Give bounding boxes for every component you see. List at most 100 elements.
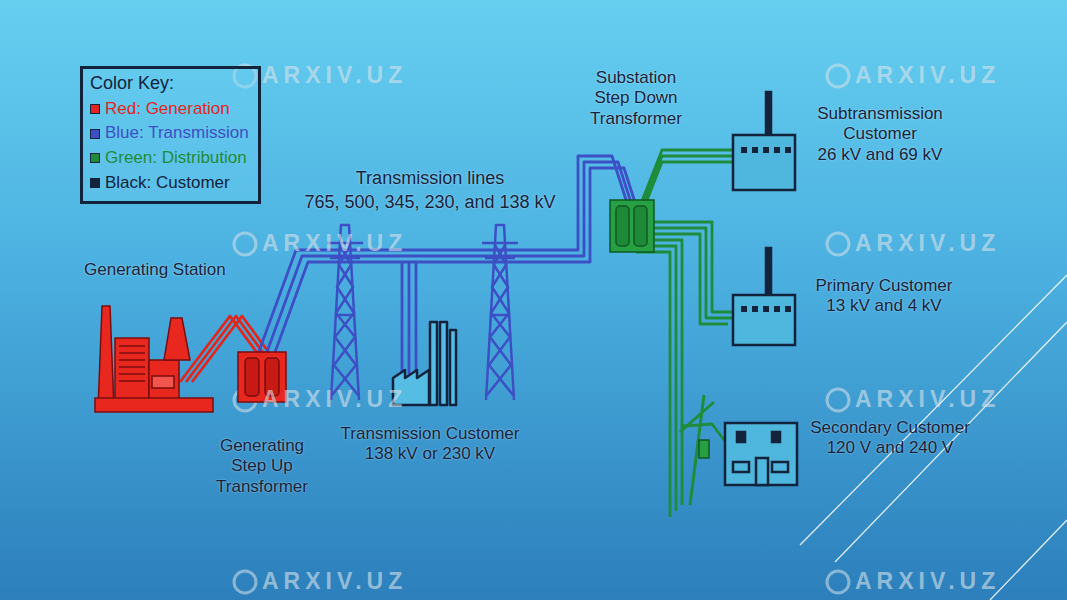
station-block xyxy=(149,360,179,400)
decor-line xyxy=(800,275,1067,545)
node-text: 26 kV and 69 kV xyxy=(798,145,963,165)
power-line xyxy=(402,262,416,374)
power-line xyxy=(636,240,730,517)
transmission-customer-factory xyxy=(393,322,456,405)
watermark: ARXIV.UZ xyxy=(262,568,407,595)
watermark-icons xyxy=(234,65,849,593)
factory-stack xyxy=(430,322,437,405)
house xyxy=(725,423,797,485)
node-text: 120 V and 240 V xyxy=(793,438,988,458)
transformer-body xyxy=(610,200,654,252)
factory-stack xyxy=(450,330,456,405)
legend-swatch xyxy=(90,129,100,139)
watermark: ARXIV.UZ xyxy=(262,386,407,413)
line-stroke xyxy=(640,156,740,212)
station-building xyxy=(115,338,149,400)
legend-swatch xyxy=(90,104,100,114)
node-text: Color Key: xyxy=(90,73,249,95)
transmission-tower xyxy=(327,225,363,400)
boiler-tower xyxy=(164,318,190,360)
customer-label: Subtransmission Customer26 kV and 69 kV xyxy=(798,104,963,165)
primary-building xyxy=(733,248,795,345)
transmission-tower xyxy=(482,225,518,400)
subtransmission-building xyxy=(733,92,795,190)
legend-row: Blue: Transmission xyxy=(90,121,249,146)
node-text: Transmission Customer xyxy=(310,424,550,444)
node-text: Primary Customer xyxy=(797,276,972,296)
legend-row: Red: Generation xyxy=(90,97,249,122)
watermark-icon xyxy=(234,65,256,87)
building-stripes xyxy=(119,346,145,381)
transformer-coil xyxy=(616,206,629,246)
pole-transformer xyxy=(699,440,709,458)
house-window xyxy=(733,462,749,472)
watermark: ARXIV.UZ xyxy=(855,568,1000,595)
node-text: 138 kV or 230 kV xyxy=(310,444,550,464)
transformer-coil xyxy=(265,358,279,396)
customer-label: Secondary Customer120 V and 240 V xyxy=(793,418,988,459)
building-body xyxy=(733,135,795,190)
decor-line xyxy=(990,520,1067,600)
node-text: Substation Step Down Transformer xyxy=(578,68,694,129)
decor-line xyxy=(835,322,1067,562)
node-text: Secondary Customer xyxy=(793,418,988,438)
building-chimney xyxy=(766,248,771,295)
house-body xyxy=(725,423,797,485)
transformer-coil xyxy=(245,358,259,396)
watermark-icon xyxy=(827,389,849,411)
customer-label: Transmission Customer138 kV or 230 kV xyxy=(310,424,550,465)
line-stroke xyxy=(642,228,734,318)
node-text: Generating Step Up Transformer xyxy=(204,436,320,497)
substation-transformer xyxy=(610,200,654,252)
legend-text: Red: Generation xyxy=(105,97,230,122)
step-up-transformer xyxy=(238,352,286,402)
station-label: Generating Station xyxy=(84,260,226,280)
legend-text: Black: Customer xyxy=(105,171,230,196)
house-window xyxy=(772,432,780,442)
legend-swatch xyxy=(90,153,100,163)
line-label: Transmission lines xyxy=(356,168,504,189)
transformer-body xyxy=(238,352,286,402)
legend-swatch xyxy=(90,178,100,188)
watermark: ARXIV.UZ xyxy=(855,230,1000,257)
generating-station xyxy=(95,306,213,412)
building-windows xyxy=(741,147,791,153)
line-stroke xyxy=(682,425,700,426)
watermark-icon xyxy=(234,233,256,255)
line-stroke xyxy=(648,222,740,312)
node-text: Generating Station xyxy=(84,260,226,280)
house-window xyxy=(737,432,745,442)
node-text: Subtransmission Customer xyxy=(798,104,963,145)
color-key-box: Color Key:Red: GenerationBlue: Transmiss… xyxy=(80,66,261,204)
legend-text: Blue: Transmission xyxy=(105,121,249,146)
line-stroke xyxy=(401,262,404,374)
decor-lines xyxy=(800,275,1067,600)
watermark: ARXIV.UZ xyxy=(262,230,407,257)
voltage-label: 765, 500, 345, 230, and 138 kV xyxy=(304,192,555,213)
line-stroke xyxy=(640,162,740,218)
factory-stack xyxy=(440,322,447,405)
watermark-icon xyxy=(234,571,256,593)
transformer-coil xyxy=(634,206,647,246)
power-line xyxy=(640,150,740,218)
legend: Red: GenerationBlue: TransmissionGreen: … xyxy=(90,97,249,196)
chimney xyxy=(98,306,114,410)
node-text: 13 kV and 4 kV xyxy=(797,296,972,316)
house-door xyxy=(756,458,768,485)
transformer-label: Substation Step Down Transformer xyxy=(578,68,694,129)
transformer-label: Generating Step Up Transformer xyxy=(204,436,320,497)
customer-label: Primary Customer13 kV and 4 kV xyxy=(797,276,972,317)
watermark-icon xyxy=(827,233,849,255)
factory-roof xyxy=(393,370,429,405)
line-stroke xyxy=(408,262,411,374)
distribution-pole xyxy=(680,395,714,505)
crossarm xyxy=(680,402,714,432)
building-windows xyxy=(741,306,791,312)
watermark: ARXIV.UZ xyxy=(262,62,407,89)
watermark-icon xyxy=(827,571,849,593)
watermark: ARXIV.UZ xyxy=(855,62,1000,89)
